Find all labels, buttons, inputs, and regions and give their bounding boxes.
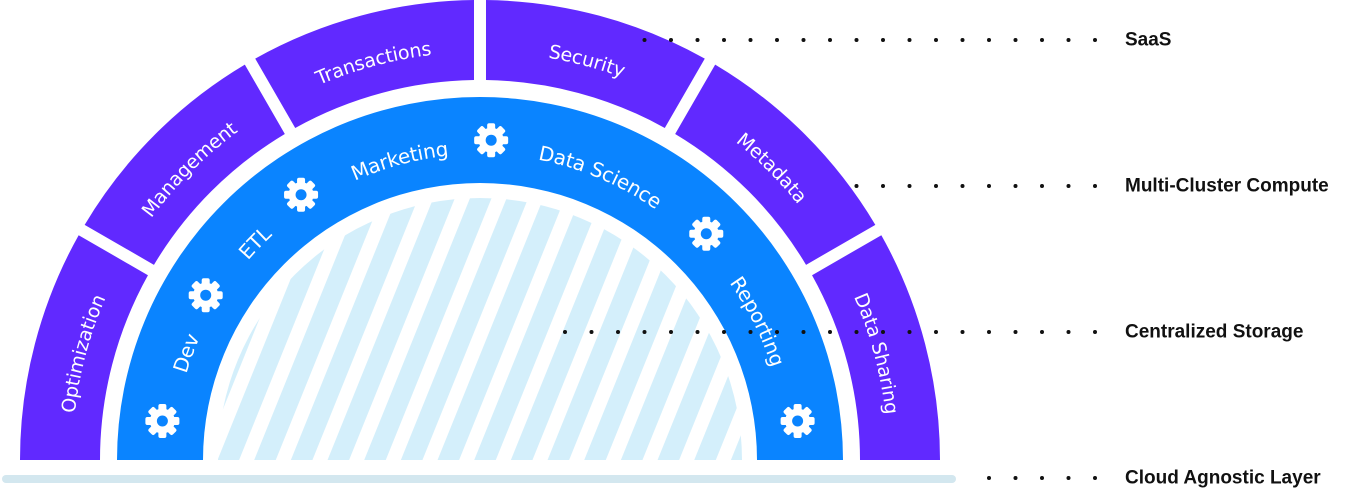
dotted-leader [854,184,1097,188]
gear-icon [689,216,724,251]
segment-optimization: Optimization [20,235,148,460]
gear-icon [474,123,509,158]
legend-multi-cluster-compute: Multi-Cluster Compute [854,176,1329,197]
dotted-leader [642,38,1097,42]
legend-label: Centralized Storage [1125,322,1303,343]
segment-transactions: Transactions [255,0,475,128]
gear-icon [284,177,319,212]
legend-cloud-agnostic-layer: Cloud Agnostic Layer [987,468,1321,489]
gear-icon [188,278,223,313]
segment-data-sharing: Data Sharing [812,235,940,460]
gear-icon [780,404,815,439]
legend-label: Cloud Agnostic Layer [1125,468,1321,489]
legend-label: SaaS [1125,30,1171,51]
legend-label: Multi-Cluster Compute [1125,176,1329,197]
legend-centralized-storage: Centralized Storage [563,322,1303,343]
centralized-storage-area [218,198,742,460]
dotted-leader [563,330,1097,334]
segment-security: Security [485,0,705,128]
gear-icon [145,404,180,439]
legend-saas: SaaS [642,30,1171,51]
cloud-agnostic-layer-bar [2,475,956,483]
dotted-leader [987,476,1097,480]
